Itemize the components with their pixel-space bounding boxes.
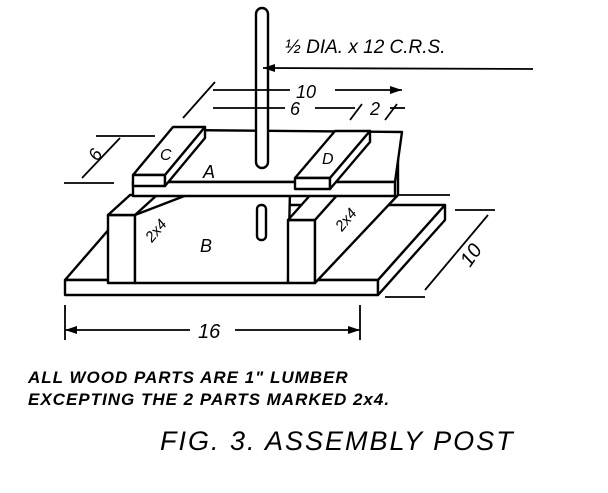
dim-top-inner: 6 [290, 99, 301, 119]
part-d-block [293, 129, 372, 191]
dim-base-width: 16 [198, 321, 221, 343]
dim-top-total: 10 [296, 82, 316, 102]
dim-top-right: 2 [369, 99, 380, 119]
part-b-label: B [200, 236, 212, 256]
dim-left-depth: 6 [84, 144, 107, 164]
rod-spec-label: ½ DIA. x 12 C.R.S. [285, 37, 446, 58]
part-d-label: D [322, 151, 334, 168]
dim-base-depth: 10 [456, 240, 487, 271]
figure-caption: FIG. 3. ASSEMBLY POST [160, 426, 515, 456]
rod [254, 6, 270, 170]
note-line-2: EXCEPTING THE 2 PARTS MARKED 2x4. [28, 390, 390, 409]
dimension-lines [64, 64, 534, 340]
part-c-block [131, 125, 207, 188]
note-line-1: ALL WOOD PARTS ARE 1" LUMBER [27, 368, 349, 387]
part-a-label: A [202, 162, 215, 182]
rod-lower [255, 203, 268, 242]
part-c-label: C [160, 147, 172, 164]
